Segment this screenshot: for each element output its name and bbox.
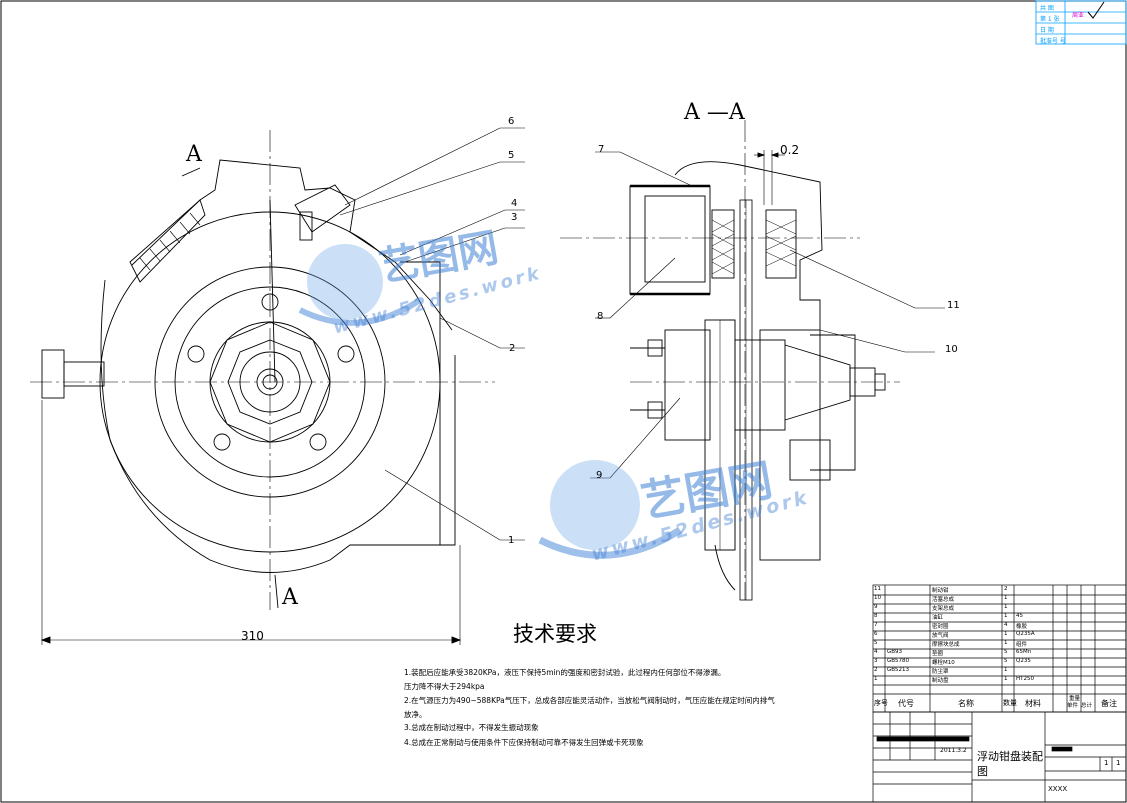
bom-cell-name: 支架总成 (932, 606, 955, 612)
bom-cell-no: 2 (874, 667, 878, 673)
bom-cell-name: 摩擦块总成 (932, 642, 960, 648)
bom-table (872, 584, 1127, 713)
bom-cell-name: 螺栓M10 (932, 660, 955, 666)
bom-cell-no: 7 (874, 622, 878, 628)
tech-req-line-6: 4.总成在正常制动与使用条件下应保持制动可靠不得发生回弹或卡死现象 (404, 738, 644, 747)
bom-cell-material: 橡胶 (1016, 624, 1028, 630)
bom-cell-name: 放气阀 (932, 633, 949, 639)
bom-cell-code: GB5213 (887, 667, 910, 673)
company-name: XXXX (1048, 785, 1068, 793)
bom-header-unit-weight: 单件 (1067, 703, 1079, 709)
bom-header-material: 材料 (1025, 699, 1041, 708)
bom-cell-material: HT250 (1016, 676, 1034, 682)
bom-cell-no: 11 (874, 586, 881, 592)
approval-row-1: 共 图 (1040, 5, 1054, 12)
section-label: A —A (684, 100, 745, 125)
bom-cell-no: 10 (874, 595, 881, 601)
check-mark-icon (1087, 1, 1105, 19)
bom-cell-material: 45 (1016, 613, 1023, 619)
bom-cell-qty: 1 (1004, 676, 1008, 682)
callout-10: 10 (945, 344, 958, 355)
bom-header-total-weight: 总计 (1081, 703, 1093, 709)
approval-row-2: 第 1 张 (1040, 16, 1060, 23)
callout-2: 2 (509, 343, 516, 354)
tech-req-line-2: 压力降不得大于294kpa (404, 682, 485, 691)
bom-cell-qty: 2 (1004, 586, 1008, 592)
title-block (872, 711, 1127, 803)
bom-cell-qty: 1 (1004, 604, 1008, 610)
bom-cell-qty: 1 (1004, 631, 1008, 637)
sheets-total: 1 (1104, 759, 1109, 767)
tech-req-line-5: 3.总成在制动过程中，不得发生振动现象 (404, 723, 539, 732)
bom-header-code: 代号 (898, 699, 914, 708)
bom-cell-name: 防尘罩 (932, 669, 949, 675)
cut-label-bottom: A (282, 585, 298, 610)
sheet-number: 1 (1116, 759, 1121, 767)
bom-header-name: 名称 (958, 699, 974, 708)
bom-cell-no: 3 (874, 658, 878, 664)
watermark-logo-icon (298, 244, 682, 559)
bom-cell-no: 6 (874, 631, 878, 637)
bom-header-remark: 备注 (1101, 699, 1117, 708)
bom-cell-qty: 1 (1004, 613, 1008, 619)
tech-req-line-3: 2.在气源压力为490~588KPa气压下，总成各部应能灵活动作，当放松气阀制动… (404, 696, 775, 705)
left-view (30, 127, 525, 645)
section-view (560, 120, 945, 601)
tech-req-line-1: 1.装配后应能承受3820KPa，液压下保持5min的强度和密封试验，此过程内任… (404, 668, 726, 677)
bom-header-qty: 数量 (1003, 699, 1017, 707)
callout-3: 3 (511, 212, 518, 223)
bom-cell-material: 组件 (1016, 642, 1028, 648)
bom-cell-no: 8 (874, 613, 878, 619)
tech-req-line-4: 放净。 (404, 710, 427, 719)
bom-cell-qty: 1 (1004, 667, 1008, 673)
callout-8: 8 (597, 311, 604, 322)
bom-cell-name: 垫圈 (932, 651, 944, 657)
approval-row-4: 批准号 号 (1040, 38, 1066, 45)
bom-cell-no: 1 (874, 676, 878, 682)
callout-1: 1 (508, 535, 515, 546)
callout-5: 5 (508, 150, 515, 161)
bom-cell-material: Q235A (1016, 631, 1035, 637)
drawing-name-line-2: 图 (977, 765, 988, 778)
bom-cell-qty: 5 (1004, 649, 1008, 655)
approval-box (1035, 0, 1127, 45)
callout-4: 4 (511, 198, 518, 209)
callout-6: 6 (508, 116, 515, 127)
bom-cell-no: 5 (874, 640, 878, 646)
callout-9: 9 (596, 470, 603, 481)
bom-cell-material: 65Mn (1016, 649, 1032, 655)
bom-cell-code: GB5780 (887, 658, 910, 664)
drawing-name-line-1: 浮动钳盘装配 (977, 750, 1043, 763)
bom-cell-no: 4 (874, 649, 878, 655)
bom-cell-name: 制动盘 (932, 678, 949, 684)
bom-cell-qty: 1 (1004, 640, 1008, 646)
bom-header-weight: 重量 (1069, 696, 1081, 702)
bom-cell-no: 9 (874, 604, 878, 610)
clearance-dimension: 0.2 (780, 143, 800, 157)
overall-width-dimension: 310 (241, 629, 264, 643)
bom-cell-qty: 1 (1004, 595, 1008, 601)
callout-7: 7 (598, 144, 605, 155)
bom-cell-qty: 4 (1004, 622, 1008, 628)
bom-cell-name: 密封圈 (932, 624, 949, 630)
title-block-date: 2011.3.2 (940, 747, 967, 754)
bom-cell-name: 制动钳 (932, 588, 949, 594)
bom-cell-qty: 5 (1004, 658, 1008, 664)
approval-row-3: 日 期 (1040, 27, 1054, 34)
tech-requirements-title: 技术要求 (513, 622, 597, 646)
bom-header-no: 序号 (874, 699, 888, 707)
bom-cell-code: GB93 (887, 649, 903, 655)
bom-cell-material: Q235 (1016, 658, 1031, 664)
approval-sign: 周亚 (1072, 12, 1085, 19)
bom-cell-name: 活塞总成 (932, 597, 955, 603)
bom-cell-name: 油缸 (932, 615, 944, 621)
cut-label-top: A (186, 142, 202, 167)
callout-11: 11 (947, 300, 960, 311)
